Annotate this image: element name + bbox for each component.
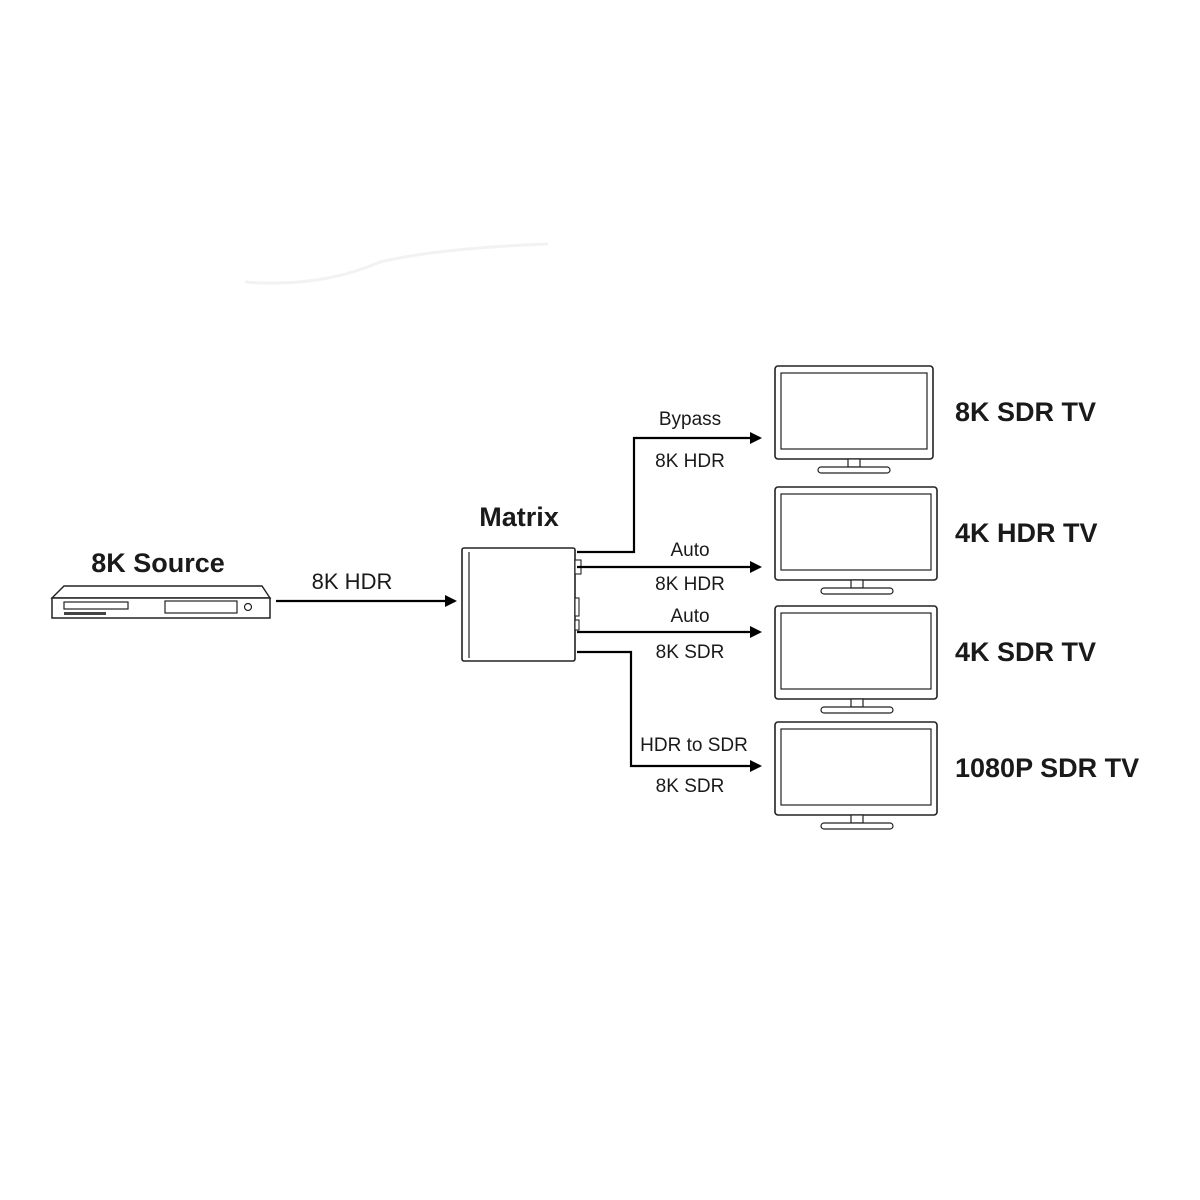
- output-1-mode: Bypass: [659, 409, 721, 430]
- tv-monitor-icon: [774, 721, 938, 830]
- output-4-connector: [577, 650, 762, 772]
- output-4-signal: 8K SDR: [656, 776, 725, 797]
- output-4-mode: HDR to SDR: [640, 735, 748, 756]
- source-link-label: 8K HDR: [312, 569, 393, 594]
- matrix-title: Matrix: [479, 502, 559, 532]
- output-1-connector: [577, 432, 762, 554]
- display-2-name: 4K HDR TV: [955, 518, 1098, 548]
- output-3-signal: 8K SDR: [656, 642, 725, 663]
- tv-monitor-icon: [774, 365, 934, 474]
- blu-ray-player-icon: [50, 585, 272, 619]
- tv-monitor-icon: [774, 486, 938, 595]
- display-1-name: 8K SDR TV: [955, 397, 1096, 427]
- output-1-signal: 8K HDR: [655, 451, 725, 472]
- output-3-mode: Auto: [670, 606, 709, 627]
- source-title: 8K Source: [91, 548, 225, 578]
- background-smudge: [244, 242, 549, 285]
- display-3-name: 4K SDR TV: [955, 637, 1096, 667]
- output-2-mode: Auto: [670, 540, 709, 561]
- output-2-signal: 8K HDR: [655, 574, 725, 595]
- display-4-name: 1080P SDR TV: [955, 753, 1139, 783]
- matrix-switch-icon: [461, 547, 582, 662]
- tv-monitor-icon: [774, 605, 938, 714]
